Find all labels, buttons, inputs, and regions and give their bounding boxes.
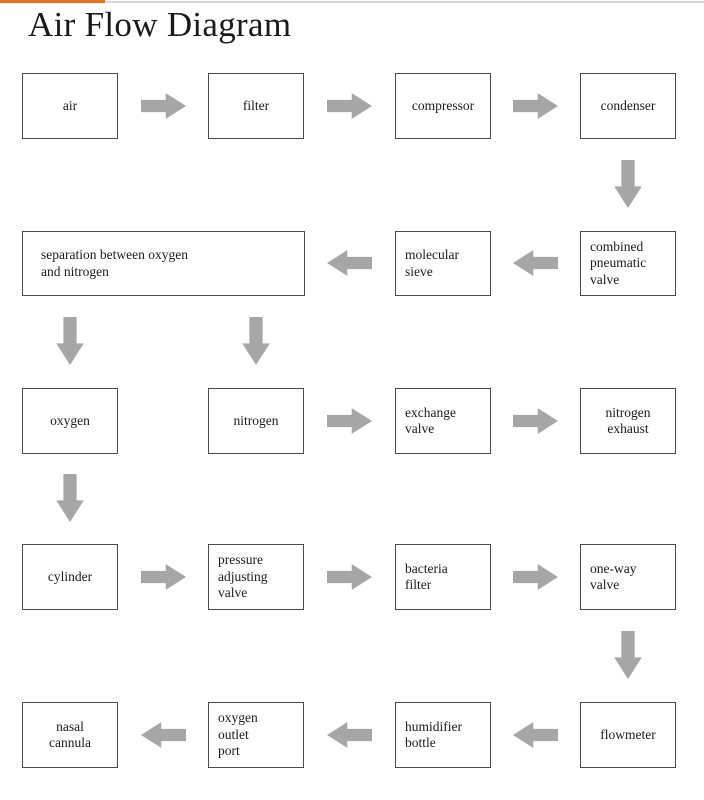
node-humidifier-bottle[interactable]: humidifier bottle	[395, 702, 491, 768]
node-label: compressor	[411, 97, 475, 113]
node-bacteria-filter[interactable]: bacteria filter	[395, 544, 491, 610]
node-label: nasal cannula	[49, 718, 91, 751]
page-title: Air Flow Diagram	[28, 5, 292, 44]
arrow-left-icon	[513, 721, 558, 749]
node-label: separation between oxygen and nitrogen	[41, 247, 188, 279]
arrow-left-icon	[327, 249, 372, 277]
arrow-down-icon	[55, 474, 85, 522]
arrow-down-icon	[55, 317, 85, 365]
node-label: oxygen	[50, 412, 90, 428]
node-air[interactable]: air	[22, 73, 118, 139]
node-nitrogen-exhaust[interactable]: nitrogen exhaust	[580, 388, 676, 454]
node-flowmeter[interactable]: flowmeter	[580, 702, 676, 768]
node-label: humidifier bottle	[405, 718, 462, 751]
node-nasal-cannula[interactable]: nasal cannula	[22, 702, 118, 768]
node-oxygen[interactable]: oxygen	[22, 388, 118, 454]
node-label: pressure adjusting valve	[218, 552, 268, 601]
node-nitrogen[interactable]: nitrogen	[208, 388, 304, 454]
node-label: filter	[242, 97, 270, 113]
node-exchange-valve[interactable]: exchange valve	[395, 388, 491, 454]
node-filter[interactable]: filter	[208, 73, 304, 139]
arrow-right-icon	[141, 563, 186, 591]
node-label: flowmeter	[600, 726, 656, 742]
node-condenser[interactable]: condenser	[580, 73, 676, 139]
node-compressor[interactable]: compressor	[395, 73, 491, 139]
node-label: nitrogen	[233, 412, 279, 428]
node-label: combined pneumatic valve	[590, 238, 647, 287]
arrow-down-icon	[241, 317, 271, 365]
arrow-left-icon	[513, 249, 558, 277]
node-label: air	[62, 97, 78, 113]
arrow-right-icon	[141, 92, 186, 120]
node-molecular-sieve[interactable]: molecular sieve	[395, 231, 491, 296]
node-label: exchange valve	[405, 404, 456, 437]
node-oxygen-outlet-port[interactable]: oxygen outlet port	[208, 702, 304, 768]
node-label: condenser	[600, 97, 656, 113]
node-cylinder[interactable]: cylinder	[22, 544, 118, 610]
node-combined-pneumatic-valve[interactable]: combined pneumatic valve	[580, 231, 676, 296]
arrow-right-icon	[327, 407, 372, 435]
node-label: molecular sieve	[405, 247, 459, 279]
node-pressure-adjusting-valve[interactable]: pressure adjusting valve	[208, 544, 304, 610]
node-label: cylinder	[47, 568, 93, 584]
arrow-down-icon	[613, 160, 643, 208]
arrow-right-icon	[513, 407, 558, 435]
arrow-left-icon	[141, 721, 186, 749]
header-rule	[0, 1, 704, 3]
arrow-down-icon	[613, 631, 643, 679]
node-one-way-valve[interactable]: one-way valve	[580, 544, 676, 610]
node-label: one-way valve	[590, 560, 637, 593]
node-label: oxygen outlet port	[218, 710, 258, 759]
arrow-right-icon	[513, 563, 558, 591]
arrow-right-icon	[327, 92, 372, 120]
arrow-left-icon	[327, 721, 372, 749]
node-label: nitrogen exhaust	[605, 404, 651, 437]
node-label: bacteria filter	[405, 560, 448, 593]
node-separation[interactable]: separation between oxygen and nitrogen	[22, 231, 305, 296]
arrow-right-icon	[327, 563, 372, 591]
header-accent-bar	[0, 0, 105, 3]
arrow-right-icon	[513, 92, 558, 120]
